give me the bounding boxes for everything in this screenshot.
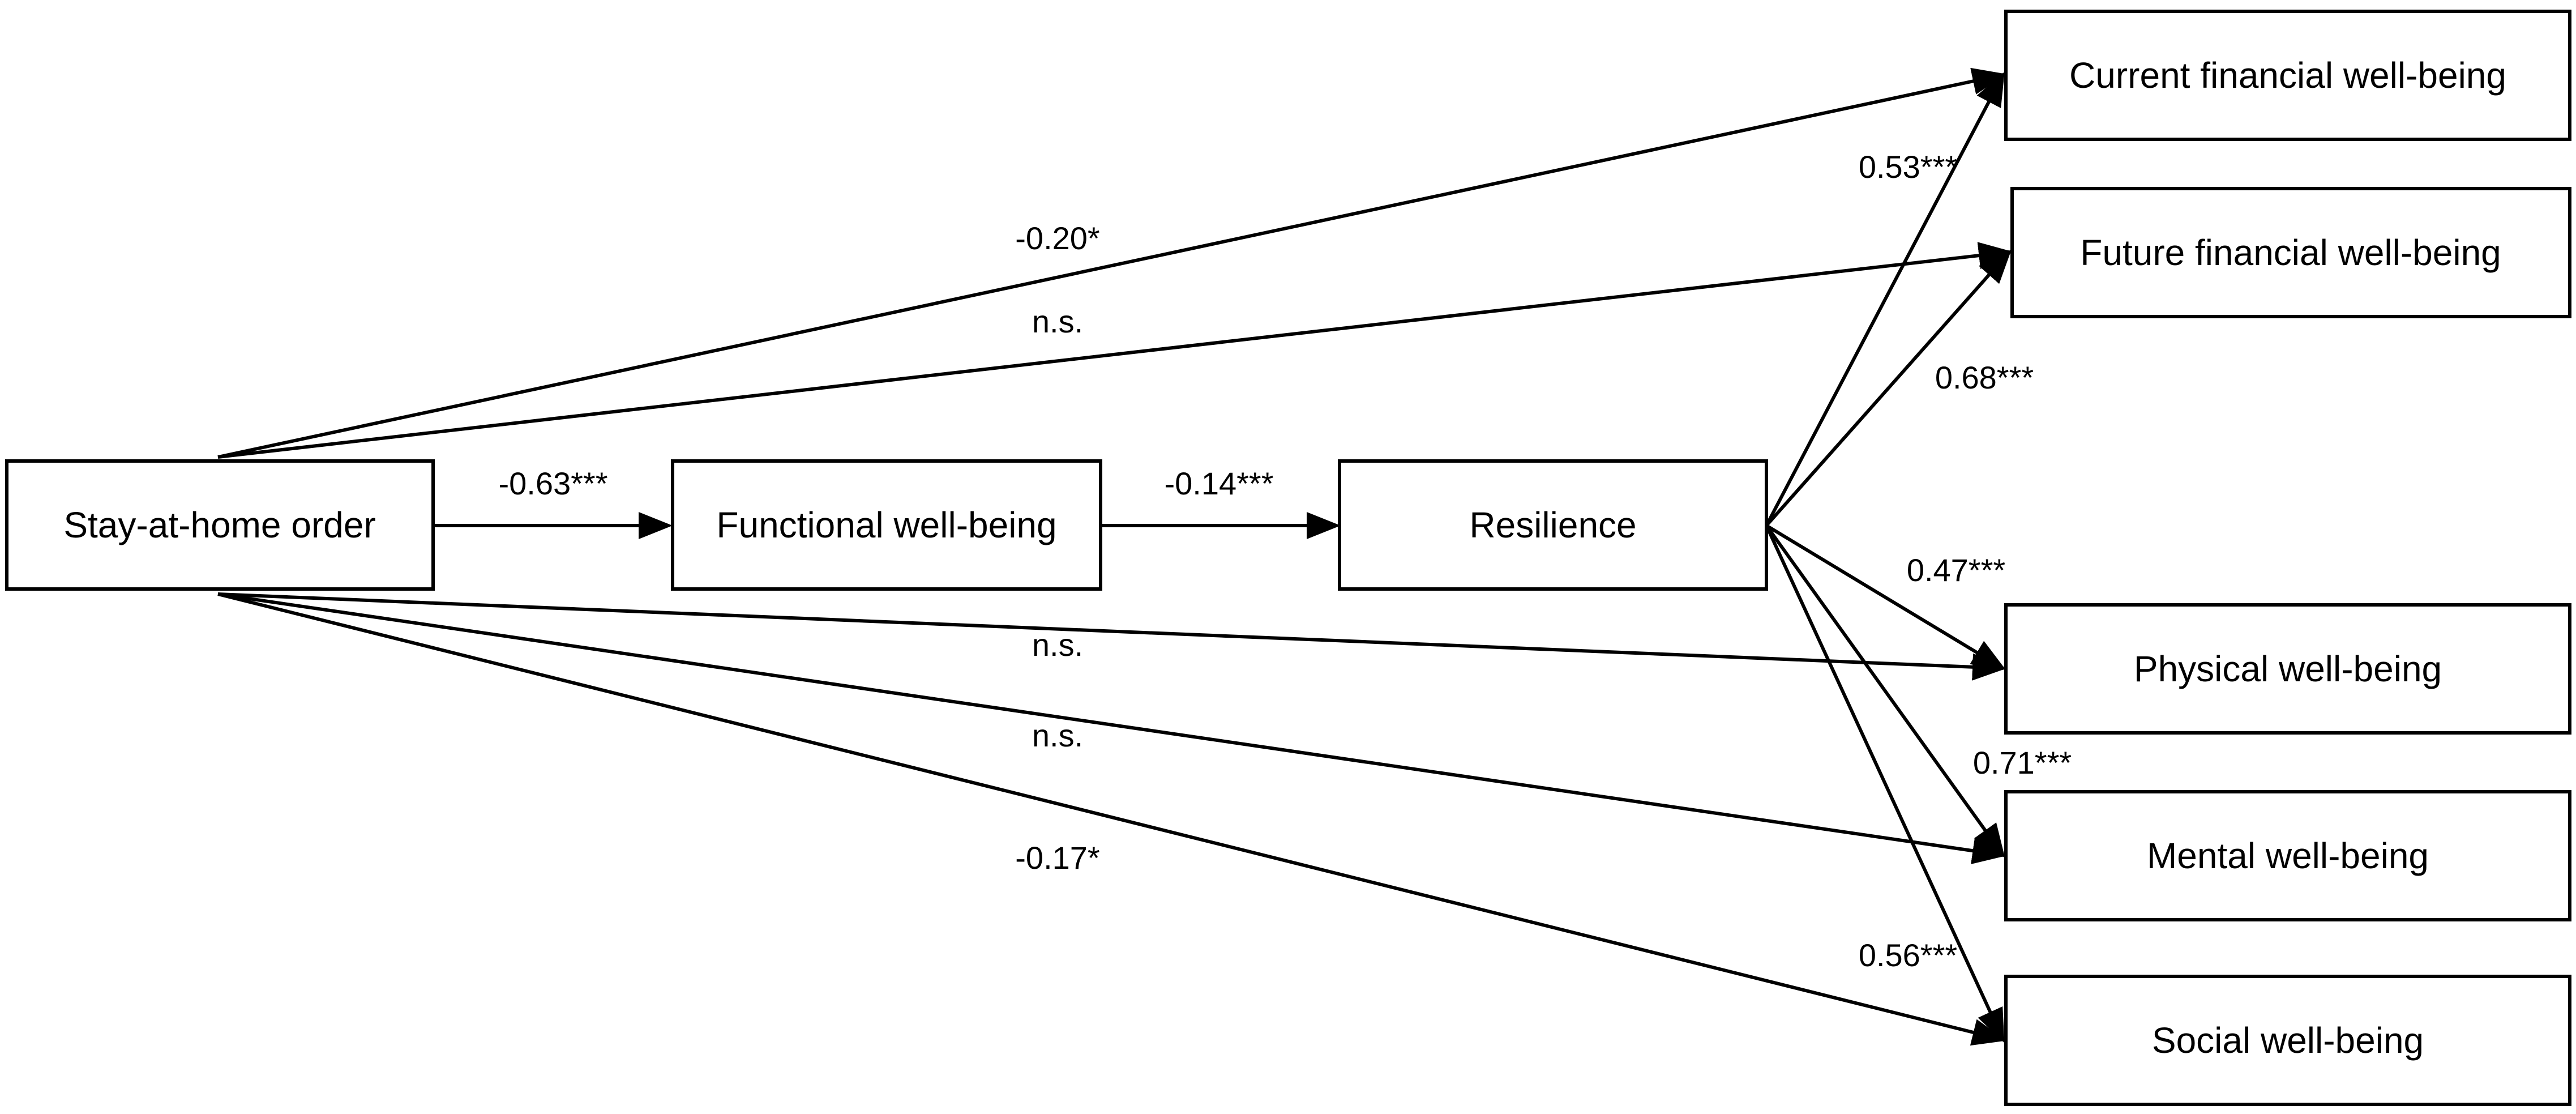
edge-resilience-to-current-fin [1765, 71, 2005, 527]
node-future-financial-well-being: Future financial well-being [2010, 187, 2571, 318]
edge-stay-to-current-fin [217, 67, 2006, 459]
coef-functional-to-resilience: -0.14*** [1164, 466, 1273, 501]
node-stay-at-home-order: Stay-at-home order [5, 459, 435, 591]
node-label: Current financial well-being [2069, 55, 2506, 96]
node-label: Future financial well-being [2080, 232, 2501, 273]
node-label: Functional well-being [716, 505, 1056, 545]
node-resilience: Resilience [1338, 459, 1768, 591]
node-physical-well-being: Physical well-being [2004, 603, 2571, 735]
edge-resilience-to-social [1765, 524, 2005, 1043]
coef-stay-to-social: -0.17* [1015, 840, 1099, 876]
edge-resilience-to-physical [1765, 524, 2006, 671]
node-label: Resilience [1469, 505, 1636, 545]
coef-resilience-to-mental: 0.71*** [1973, 745, 2072, 780]
coef-stay-to-future-fin: n.s. [1032, 304, 1083, 339]
edge-resilience-to-future-fin [1765, 249, 2012, 527]
coef-resilience-to-current-fin: 0.53*** [1859, 149, 1957, 185]
node-label: Stay-at-home order [63, 505, 375, 545]
node-label: Physical well-being [2134, 648, 2442, 689]
edge-stay-to-future-fin [217, 242, 2013, 459]
coef-stay-to-mental: n.s. [1032, 718, 1083, 753]
node-social-well-being: Social well-being [2004, 975, 2571, 1106]
node-current-financial-well-being: Current financial well-being [2004, 10, 2571, 141]
node-functional-well-being: Functional well-being [671, 459, 1102, 591]
coef-resilience-to-physical: 0.47*** [1907, 552, 2005, 588]
edge-stay-to-mental [217, 592, 2006, 864]
edge-stay-to-social [217, 592, 2006, 1046]
node-label: Mental well-being [2147, 835, 2429, 876]
coef-stay-to-current-fin: -0.20* [1015, 220, 1099, 256]
coef-resilience-to-future-fin: 0.68*** [1935, 360, 2034, 395]
coef-stay-to-physical: n.s. [1032, 627, 1083, 663]
node-label: Social well-being [2152, 1020, 2424, 1061]
coef-stay-to-functional: -0.63*** [498, 466, 607, 501]
node-mental-well-being: Mental well-being [2004, 790, 2571, 921]
edge-resilience-to-mental [1765, 524, 2005, 858]
coef-resilience-to-social: 0.56*** [1859, 937, 1957, 973]
edge-stay-to-physical [217, 592, 2006, 681]
